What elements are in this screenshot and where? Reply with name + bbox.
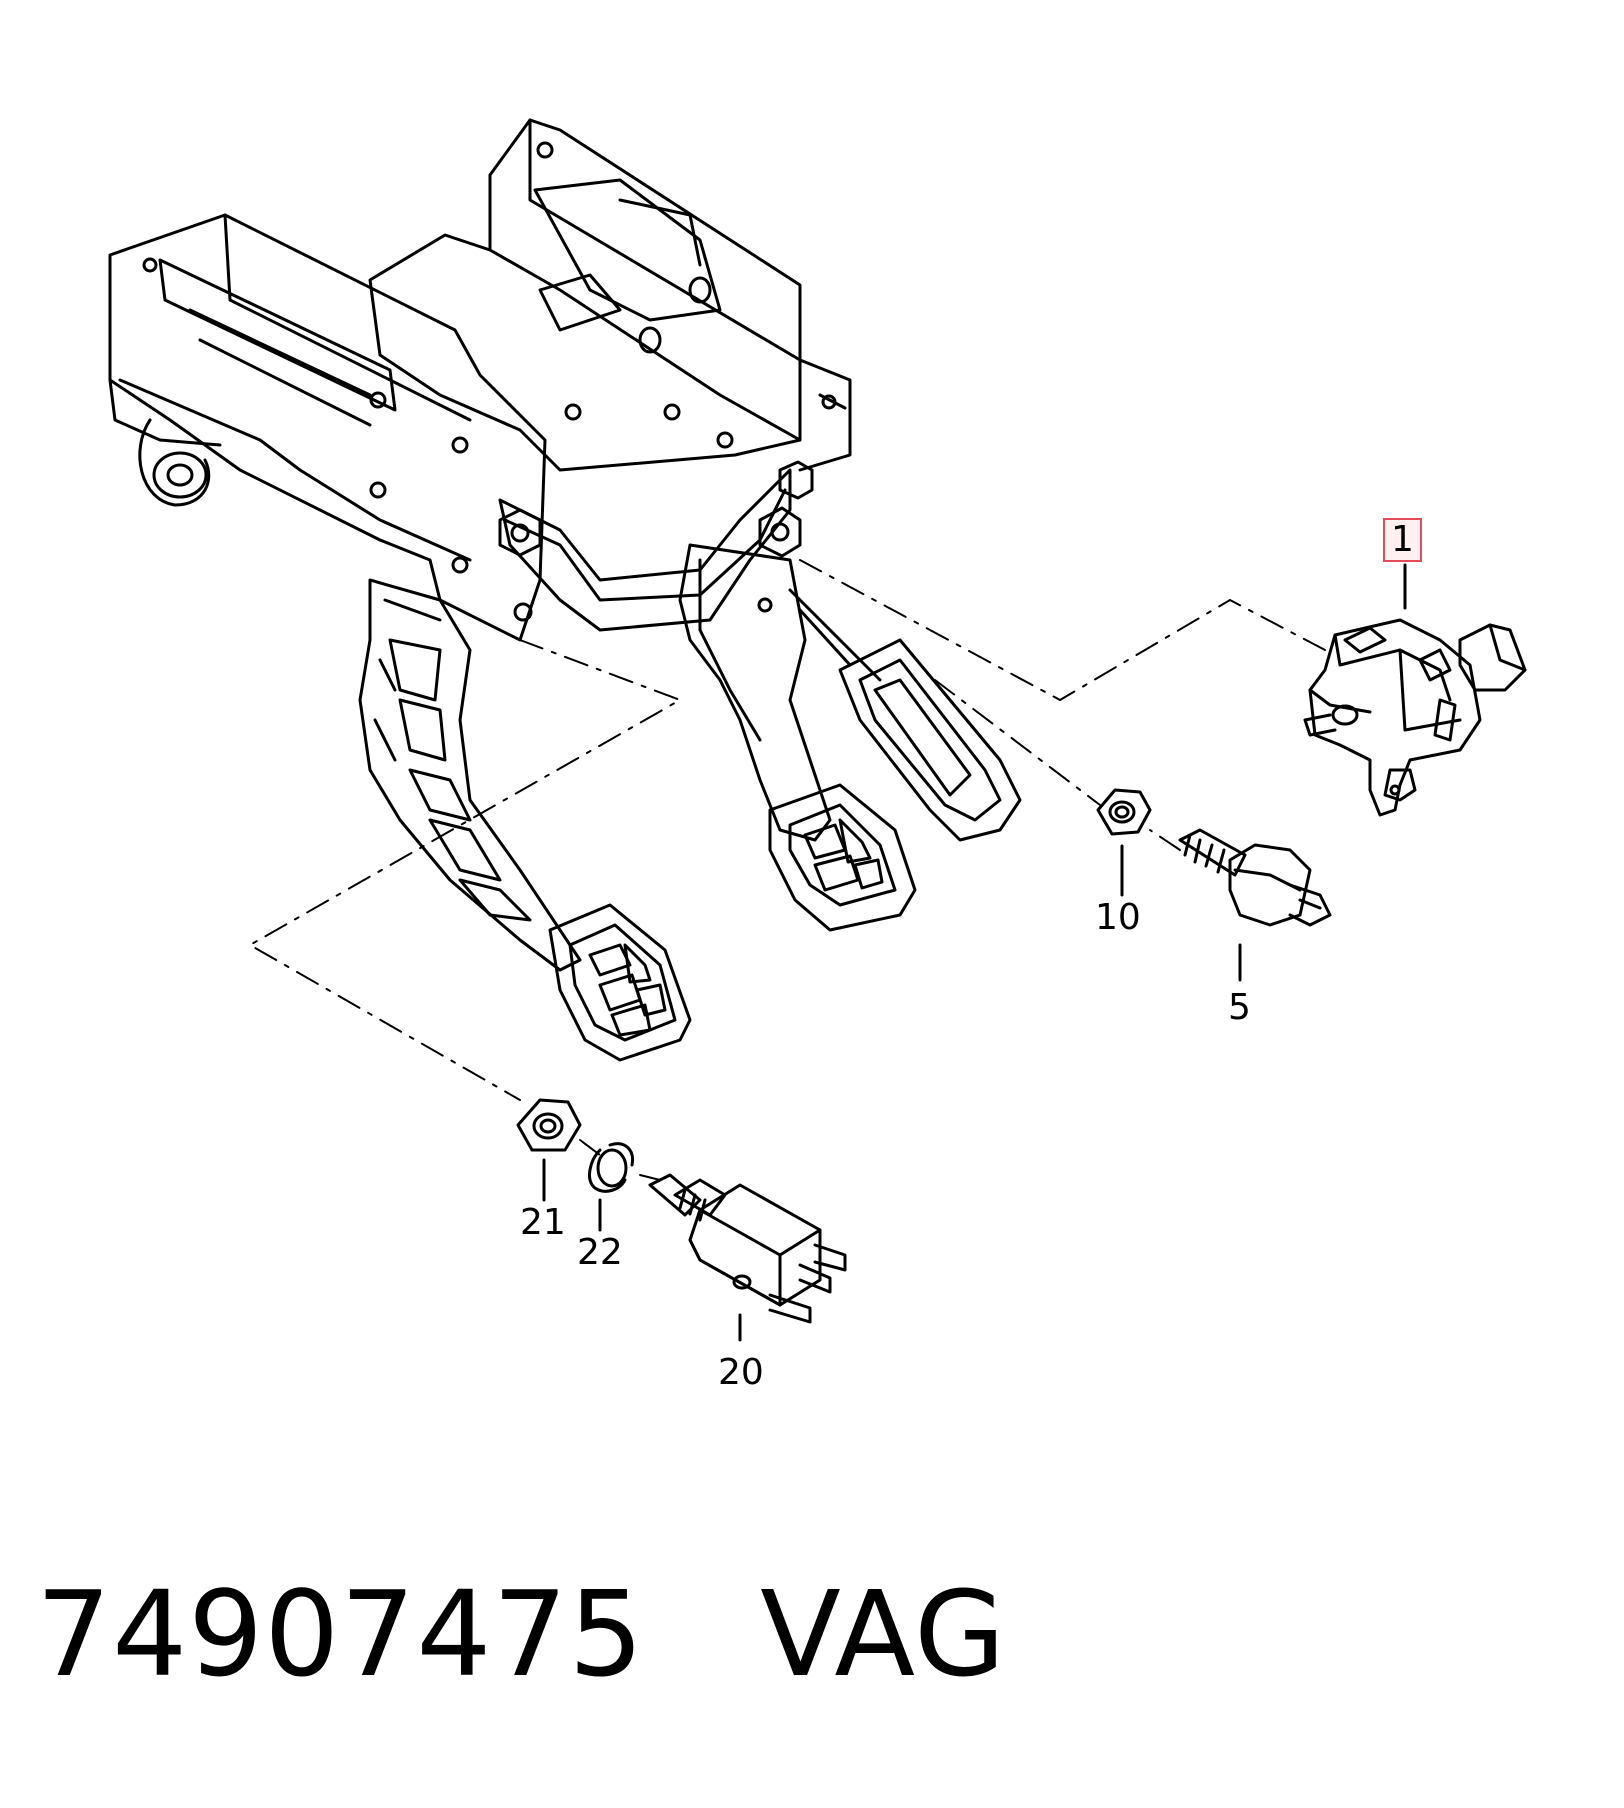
assembly-lines bbox=[249, 559, 1326, 1181]
part-10-nut bbox=[1096, 788, 1152, 836]
pedal-bracket bbox=[108, 118, 852, 642]
callout-10: 10 bbox=[1095, 897, 1141, 938]
callout-1: 1 bbox=[1383, 518, 1422, 562]
brand-name: VAG bbox=[760, 1565, 1007, 1703]
part-1-sender bbox=[1303, 618, 1527, 817]
part-5-switch bbox=[1178, 828, 1332, 927]
callout-20: 20 bbox=[718, 1352, 764, 1393]
callout-21: 21 bbox=[520, 1202, 566, 1243]
callout-22: 22 bbox=[577, 1232, 623, 1273]
callout-5: 5 bbox=[1228, 987, 1251, 1028]
part-21-nut bbox=[516, 1098, 582, 1152]
brake-pedal bbox=[678, 543, 917, 932]
accelerator-pedal bbox=[788, 588, 1022, 842]
footer-caption: 74907475 VAG bbox=[36, 1575, 1006, 1693]
part-20-switch bbox=[648, 1173, 847, 1324]
leader-lines bbox=[542, 563, 1407, 1342]
part-number: 74907475 bbox=[36, 1565, 645, 1703]
clutch-pedal bbox=[358, 578, 692, 1062]
part-22-clip bbox=[588, 1142, 635, 1193]
